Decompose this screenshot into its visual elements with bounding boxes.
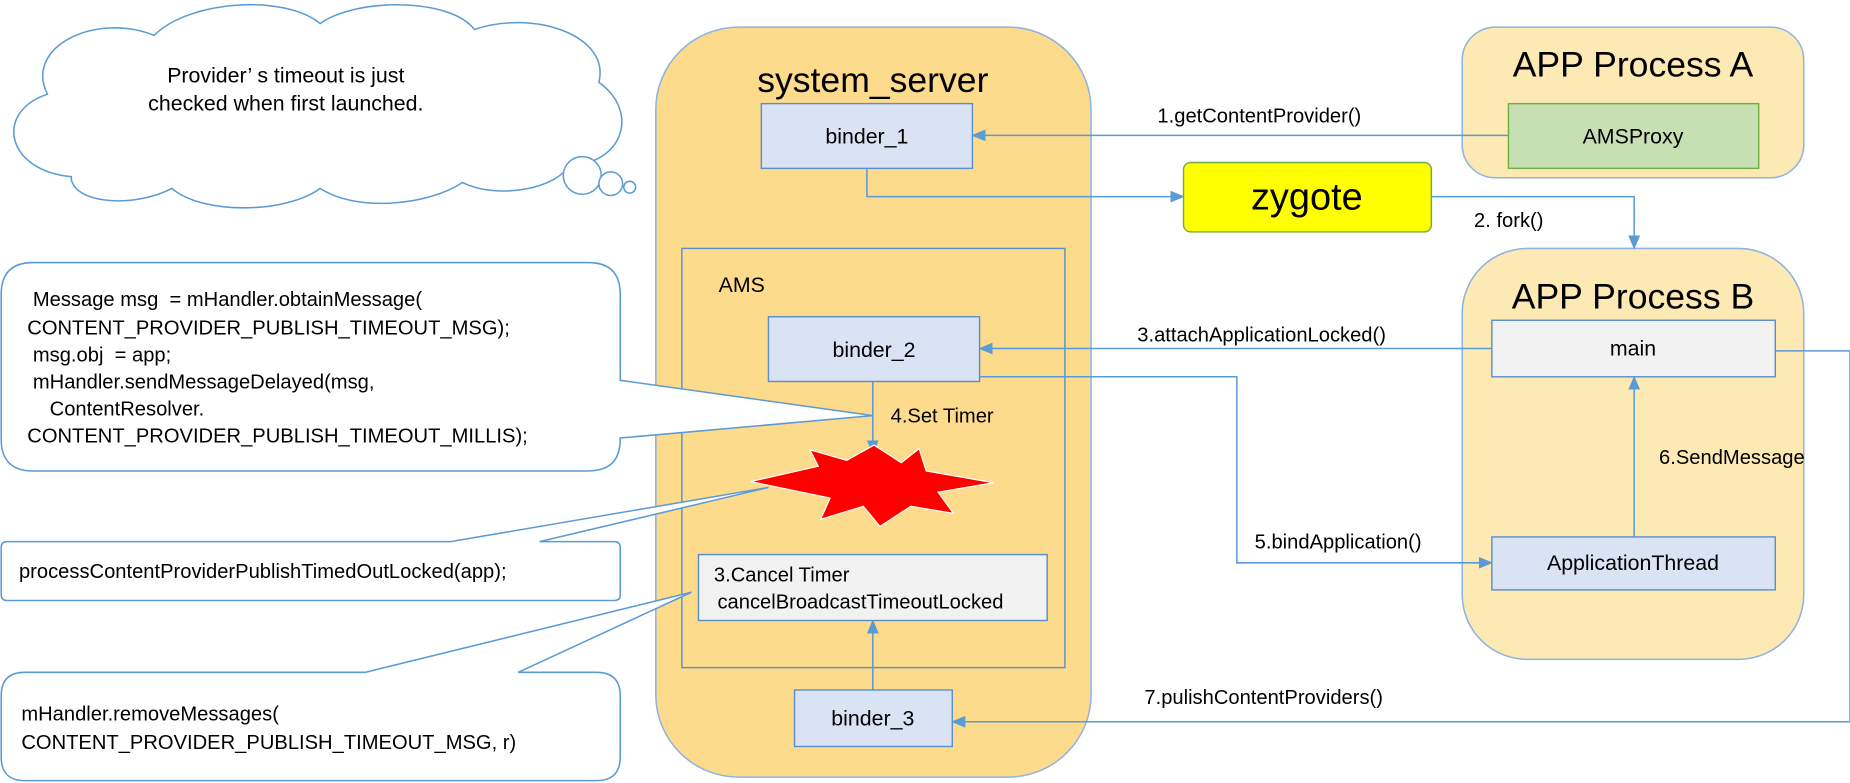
thought-text-line-2: checked when first launched. (148, 92, 423, 116)
label-bind-application: 5.bindApplication() (1255, 532, 1422, 554)
amsproxy-node: AMSProxy (1507, 102, 1760, 170)
label-send-message: 6.SendMessage (1659, 447, 1805, 469)
callout-remove-messages: mHandler.removeMessages( CONTENT_PROVIDE… (0, 591, 692, 782)
binder-2-node: binder_2 (767, 316, 981, 383)
label-publish-providers: 7.pulishContentProviders() (1144, 687, 1383, 709)
cancel-timer-line-2: cancelBroadcastTimeoutLocked (717, 592, 1003, 614)
edge-fork (1431, 195, 1641, 250)
label-attach-application: 3.attachApplicationLocked() (1137, 325, 1386, 347)
set-timer-code-line-6: CONTENT_PROVIDER_PUBLISH_TIMEOUT_MILLIS)… (27, 426, 527, 448)
thought-cloud (13, 3, 623, 209)
thought-dot-small (623, 180, 637, 194)
zygote-label: zygote (1251, 177, 1363, 219)
edge-publish-providers (951, 350, 1850, 728)
app-process-a-title: APP Process A (1513, 45, 1754, 85)
application-thread-label: ApplicationThread (1547, 551, 1719, 575)
binder-2-label: binder_2 (832, 338, 915, 362)
set-timer-code-line-3: msg.obj = app; (27, 345, 171, 367)
remove-code-line-1: mHandler.removeMessages( (21, 704, 279, 726)
thought-dot-large (562, 155, 603, 196)
remove-code-line-2: CONTENT_PROVIDER_PUBLISH_TIMEOUT_MSG, r) (21, 732, 516, 754)
ams-label: AMS (719, 273, 765, 297)
label-get-content-provider: 1.getContentProvider() (1157, 106, 1361, 128)
thought-text-line-1: Provider’ s timeout is just (167, 63, 404, 87)
thought-dot-medium (598, 171, 624, 197)
timer-burst-icon (750, 444, 994, 528)
binder-3-label: binder_3 (831, 706, 914, 730)
application-thread-node: ApplicationThread (1491, 536, 1776, 591)
set-timer-code-line-2: CONTENT_PROVIDER_PUBLISH_TIMEOUT_MSG); (27, 317, 510, 339)
callout-set-timer: Message msg = mHandler.obtainMessage( CO… (0, 261, 873, 472)
cancel-timer-node: 3.Cancel Timer cancelBroadcastTimeoutLoc… (697, 553, 1048, 622)
edge-binder1-to-zygote (866, 168, 1185, 203)
label-set-timer: 4.Set Timer (891, 406, 994, 428)
edge-bind-application (979, 376, 1494, 569)
connectors (866, 129, 1850, 728)
set-timer-code-line-1: Message msg = mHandler.obtainMessage( (27, 289, 422, 311)
set-timer-code-line-5: ContentResolver. (27, 399, 204, 421)
callout-timeout: processContentProviderPublishTimedOutLoc… (0, 486, 769, 602)
zygote-node: zygote (1182, 161, 1433, 233)
set-timer-code-line-4: mHandler.sendMessageDelayed(msg, (27, 372, 374, 394)
binder-3-node: binder_3 (793, 689, 953, 748)
thought-bubble: Provider’ s timeout is just checked when… (13, 3, 637, 209)
main-label: main (1610, 337, 1656, 361)
amsproxy-label: AMSProxy (1583, 125, 1684, 149)
timeout-code-line-1: processContentProviderPublishTimedOutLoc… (19, 561, 507, 583)
system-server-title: system_server (757, 60, 988, 100)
app-process-b-title: APP Process B (1512, 277, 1754, 317)
main-node: main (1491, 319, 1776, 378)
label-fork: 2. fork() (1474, 210, 1543, 232)
binder-1-label: binder_1 (825, 125, 908, 149)
cancel-timer-line-1: 3.Cancel Timer (714, 565, 850, 587)
binder-1-node: binder_1 (760, 102, 974, 170)
